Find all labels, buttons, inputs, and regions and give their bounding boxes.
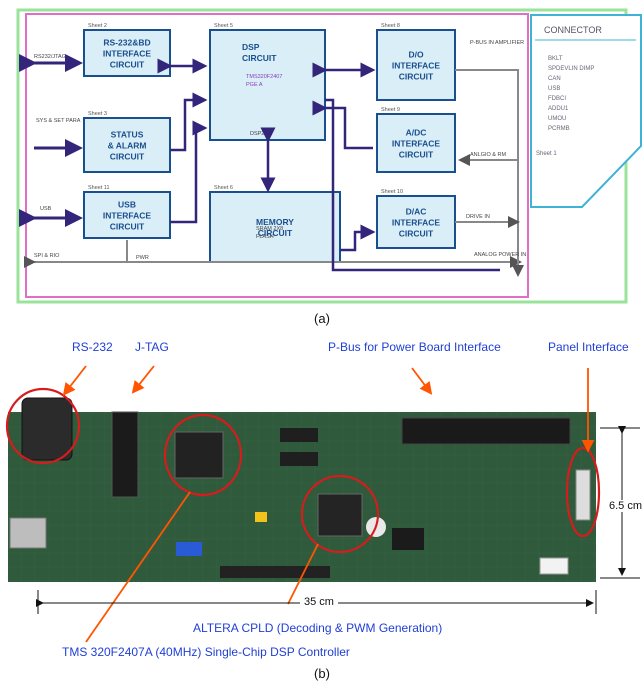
memory-block-sheet: Sheet 6 — [214, 185, 233, 191]
do-output-bus — [455, 70, 518, 275]
status-block-title-line: STATUS — [111, 130, 144, 140]
left-label-usb: USB — [40, 206, 52, 212]
callout-jtag: J-TAG — [135, 340, 169, 354]
adc-block-title-line: A/DC — [406, 128, 427, 138]
dac-block-title-line: CIRCUIT — [399, 229, 434, 239]
left-label-rs232: RS232/JTAG — [34, 54, 66, 60]
connector-item: BKLT — [548, 56, 563, 62]
connector-item: SPDEVLIN DIMP — [548, 66, 594, 72]
dac-block-title-line: D/AC — [406, 207, 427, 217]
status-block-sheet: Sheet 3 — [88, 111, 107, 117]
dac-block-sheet: Sheet 10 — [381, 189, 403, 195]
callout-rs232: RS-232 — [72, 340, 113, 354]
do-block-title-line: D/O — [408, 50, 424, 60]
panel-header — [576, 470, 590, 520]
pbus-pointer — [412, 368, 430, 392]
dip-switch — [176, 542, 202, 556]
caption-b: (b) — [0, 666, 644, 681]
dsp-block: Sheet 5 DSPCIRCUIT — [210, 23, 325, 140]
dsp-name-label: DSP2407 — [250, 131, 274, 137]
left-label-spi: SPI & RIO — [34, 253, 60, 259]
pwr-bus-label: PWR — [136, 255, 149, 261]
do-block-title-line: INTERFACE — [392, 61, 441, 71]
board-figure: RS-232 J-TAG P-Bus for Power Board Inter… — [0, 336, 644, 666]
memory-sub-label: SRAM 2X8 — [256, 226, 283, 232]
callout-dsp: TMS 320F2407A (40MHz) Single-Chip DSP Co… — [62, 645, 350, 659]
right-label-anlg: ANLGIO & RM — [470, 152, 506, 158]
usb-block-title-line: INTERFACE — [103, 211, 152, 221]
dsp-block-frame — [210, 30, 325, 140]
left-label-sys: SYS & SET PARA — [36, 118, 81, 124]
ram-chip — [280, 428, 318, 442]
usb-block-sheet: Sheet 11 — [88, 185, 110, 191]
dsp-sub-label: TMS320F2407 — [246, 74, 282, 80]
connector-item: PCRMB — [548, 126, 570, 132]
status-block-title-line: CIRCUIT — [110, 152, 145, 162]
adc-block-title-line: CIRCUIT — [399, 150, 434, 160]
right-label-drive: DRIVE IN — [466, 214, 490, 220]
memory-dac-link — [340, 232, 373, 250]
dsp-chip — [175, 432, 223, 478]
jtag-pointer — [134, 366, 154, 391]
adc-block-sheet: Sheet 9 — [381, 107, 400, 113]
width-label: 35 cm — [300, 596, 338, 608]
connector-item: UMOU — [548, 116, 566, 122]
dsp-block-title-line: CIRCUIT — [242, 53, 277, 63]
rs232-block-title-line: RS-232&BD — [103, 38, 150, 48]
rs232-pointer — [65, 366, 86, 393]
callout-pbus: P-Bus for Power Board Interface — [328, 340, 501, 354]
usb-dsp-link — [170, 128, 205, 222]
connector-item: ADDU1 — [548, 106, 569, 112]
memory-sub-label: FLASH — [256, 234, 274, 240]
rs232-block-title-line: INTERFACE — [103, 49, 152, 59]
caption-a: (a) — [0, 311, 644, 326]
dsp-block-sheet: Sheet 5 — [214, 23, 233, 29]
connector-item: USB — [548, 86, 560, 92]
do-block-title-line: CIRCUIT — [399, 72, 434, 82]
rs232-block-title-line: CIRCUIT — [110, 60, 145, 70]
callout-altera: ALTERA CPLD (Decoding & PWM Generation) — [193, 621, 442, 635]
right-label-analog-power: ANALOG POWER IN — [474, 252, 526, 258]
white-connector — [540, 558, 568, 574]
connector-title: CONNECTOR — [544, 25, 602, 35]
usb-block-title-line: CIRCUIT — [110, 222, 145, 232]
status-dsp-link — [170, 100, 205, 150]
connector-item: CAN — [548, 76, 561, 82]
connector-item: FDBCI — [548, 96, 566, 102]
left-label-sys-line: SYS & SET PARA — [36, 118, 81, 124]
callout-panel: Panel Interface — [548, 340, 644, 354]
usb-block-title-line: USB — [118, 200, 136, 210]
do-block-sheet: Sheet 8 — [381, 23, 400, 29]
jtag-header — [112, 412, 138, 497]
ram-chip — [280, 452, 318, 466]
cpld-chip — [318, 494, 362, 536]
usb-port — [10, 518, 46, 548]
dsp-block-title-line: DSP — [242, 42, 260, 52]
edge-connector — [220, 566, 330, 578]
adc-block-title-line: INTERFACE — [392, 139, 441, 149]
db9-connector — [22, 398, 72, 460]
block-diagram: CONNECTOR BKLT SPDEVLIN DIMP CAN USB FDB… — [0, 0, 644, 306]
header-block — [392, 528, 424, 550]
right-label-pbus: P-BUS IN AMPLIFIER — [470, 40, 524, 46]
status-block-title-line: & ALARM — [108, 141, 147, 151]
dac-block-title-line: INTERFACE — [392, 218, 441, 228]
connector-sheet-label: Sheet 1 — [536, 151, 557, 157]
yellow-cap — [255, 512, 267, 522]
rs232-block-sheet: Sheet 2 — [88, 23, 107, 29]
pbus-header — [402, 418, 570, 444]
height-label: 6.5 cm — [609, 500, 644, 512]
dsp-sub-label: PGE A — [246, 82, 263, 88]
